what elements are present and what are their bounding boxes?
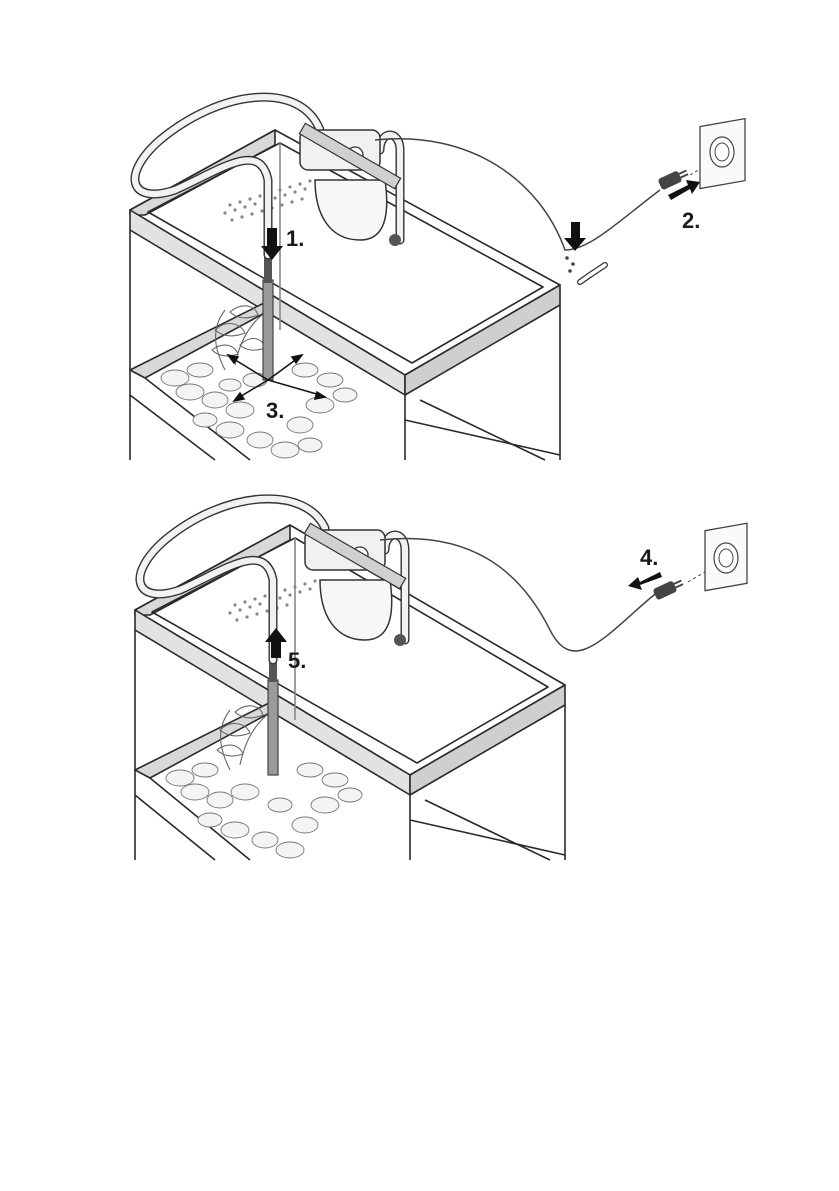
- aquarium-illustration-bottom: 4. 5.: [0, 470, 839, 870]
- panel-steps-4-5: 4. 5.: [0, 470, 839, 870]
- gravel-suction-tube: [263, 255, 273, 380]
- panel-setup-steps-1-3: 1. 2. 3.: [0, 0, 839, 470]
- aquarium-tank: [135, 525, 565, 860]
- gravel-suction-tube: [268, 660, 278, 775]
- arrow-down-drops: [564, 222, 586, 251]
- step-3-label: 3.: [266, 398, 284, 423]
- step-5-label: 5.: [288, 648, 306, 673]
- step-4-label: 4.: [640, 545, 658, 570]
- arrow-unplug-step4: [628, 572, 662, 590]
- wall-socket-icon: [705, 523, 747, 590]
- aquarium-illustration-top: 1. 2. 3.: [0, 0, 839, 470]
- wall-socket-icon: [700, 119, 745, 189]
- gravel-bed: [161, 363, 357, 458]
- step-2-label: 2.: [682, 208, 700, 233]
- step-1-label: 1.: [286, 226, 304, 251]
- power-plug-icon: [652, 577, 684, 601]
- arrows-spread-step3: [228, 355, 325, 401]
- water-drops: [565, 256, 575, 273]
